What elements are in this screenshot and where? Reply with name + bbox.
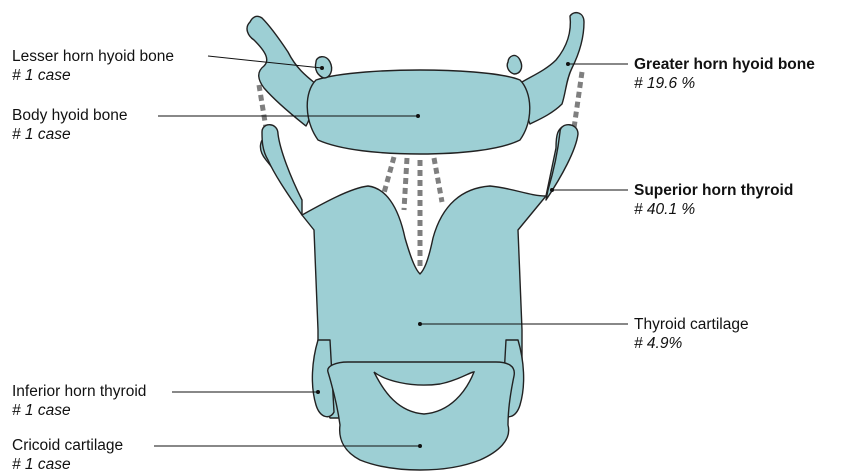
right-lesser-horn-hyoid <box>507 56 521 74</box>
label-stat: # 1 case <box>12 125 127 144</box>
label-name: Thyroid cartilage <box>634 315 749 334</box>
label-stat: # 1 case <box>12 455 123 474</box>
leader-dot-greater-horn <box>566 62 570 66</box>
leader-dot-inferior-horn <box>316 390 320 394</box>
body-hyoid-bone <box>307 70 530 154</box>
label-name: Superior horn thyroid <box>634 181 793 200</box>
label-name: Lesser horn hyoid bone <box>12 47 174 66</box>
cricoid-cartilage <box>328 362 515 470</box>
label-inferior-horn-thyroid: Inferior horn thyroid # 1 case <box>12 382 146 420</box>
leader-dot-superior-horn <box>550 188 554 192</box>
membrane-mid-left-dashes <box>404 158 407 210</box>
label-stat: # 40.1 % <box>634 200 793 219</box>
leader-dot-cricoid <box>418 444 422 448</box>
label-cricoid-cartilage: Cricoid cartilage # 1 case <box>12 436 123 474</box>
label-name: Body hyoid bone <box>12 106 127 125</box>
label-stat: # 19.6 % <box>634 74 815 93</box>
label-thyroid-cartilage: Thyroid cartilage # 4.9% <box>634 315 749 353</box>
label-stat: # 1 case <box>12 66 174 85</box>
label-name: Inferior horn thyroid <box>12 382 146 401</box>
leader-dot-thyroid-cartilage <box>418 322 422 326</box>
label-name: Cricoid cartilage <box>12 436 123 455</box>
label-greater-horn-hyoid: Greater horn hyoid bone # 19.6 % <box>634 55 815 93</box>
left-thyrohyoid-ligament <box>259 85 266 128</box>
label-lesser-horn-hyoid: Lesser horn hyoid bone # 1 case <box>12 47 174 85</box>
label-stat: # 4.9% <box>634 334 749 353</box>
label-stat: # 1 case <box>12 401 146 420</box>
leader-dot-body-hyoid <box>416 114 420 118</box>
label-body-hyoid: Body hyoid bone # 1 case <box>12 106 127 144</box>
label-superior-horn-thyroid: Superior horn thyroid # 40.1 % <box>634 181 793 219</box>
left-greater-horn-hyoid <box>247 16 316 126</box>
membrane-right-dashes <box>434 158 442 202</box>
left-superior-horn-thyroid <box>262 125 302 215</box>
leader-dot-lesser-horn <box>320 66 324 70</box>
right-thyrohyoid-ligament <box>574 72 582 128</box>
label-name: Greater horn hyoid bone <box>634 55 815 74</box>
